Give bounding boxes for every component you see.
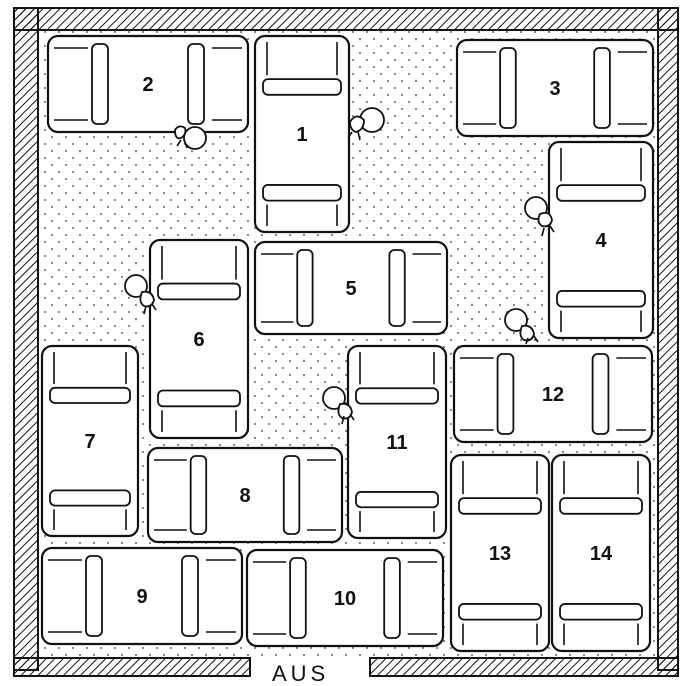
car-10[interactable]: 10 [247,550,443,646]
car-number: 7 [84,431,95,453]
rear-window [182,556,198,636]
car-2[interactable]: 2 [48,36,248,132]
car-number: 10 [334,588,356,610]
car-6[interactable]: 6 [150,240,248,438]
car-number: 14 [590,543,613,565]
car-number: 2 [142,74,153,96]
rear-window [557,291,645,307]
windshield [557,185,645,201]
windshield [86,556,102,636]
car-number: 3 [549,78,560,100]
car-8[interactable]: 8 [148,448,342,542]
car-number: 1 [296,124,307,146]
rear-window [50,490,130,505]
rear-window [560,604,642,620]
car-number: 5 [345,278,356,300]
car-14[interactable]: 14 [552,455,650,651]
windshield [263,79,341,95]
windshield [158,284,240,300]
car-number: 6 [193,329,204,351]
car-1[interactable]: 1 [255,36,349,232]
windshield [356,388,438,403]
car-number: 13 [489,543,511,565]
windshield [290,558,306,638]
car-3[interactable]: 3 [457,40,653,136]
exit-label: AUS [272,661,329,686]
car-number: 4 [595,230,607,252]
car-number: 11 [386,432,407,454]
car-13[interactable]: 13 [451,455,549,651]
rear-window [389,250,404,326]
car-5[interactable]: 5 [255,242,447,334]
windshield [498,354,514,434]
windshield [50,388,130,403]
car-7[interactable]: 7 [42,346,138,536]
car-9[interactable]: 9 [42,548,242,644]
car-4[interactable]: 4 [549,142,653,338]
rear-window [594,48,610,128]
windshield [297,250,312,326]
car-11[interactable]: 11 [348,346,446,538]
rear-window [263,185,341,201]
windshield [560,498,642,514]
rear-window [158,390,240,406]
rear-window [459,604,541,620]
rear-window [284,456,300,534]
windshield [191,456,207,534]
car-number: 9 [136,586,147,608]
rear-window [356,492,438,507]
car-12[interactable]: 12 [454,346,652,442]
rear-window [384,558,400,638]
car-number: 12 [542,384,564,406]
rear-window [188,44,204,124]
rear-window [593,354,609,434]
windshield [92,44,108,124]
car-number: 8 [239,485,250,507]
windshield [500,48,516,128]
windshield [459,498,541,514]
